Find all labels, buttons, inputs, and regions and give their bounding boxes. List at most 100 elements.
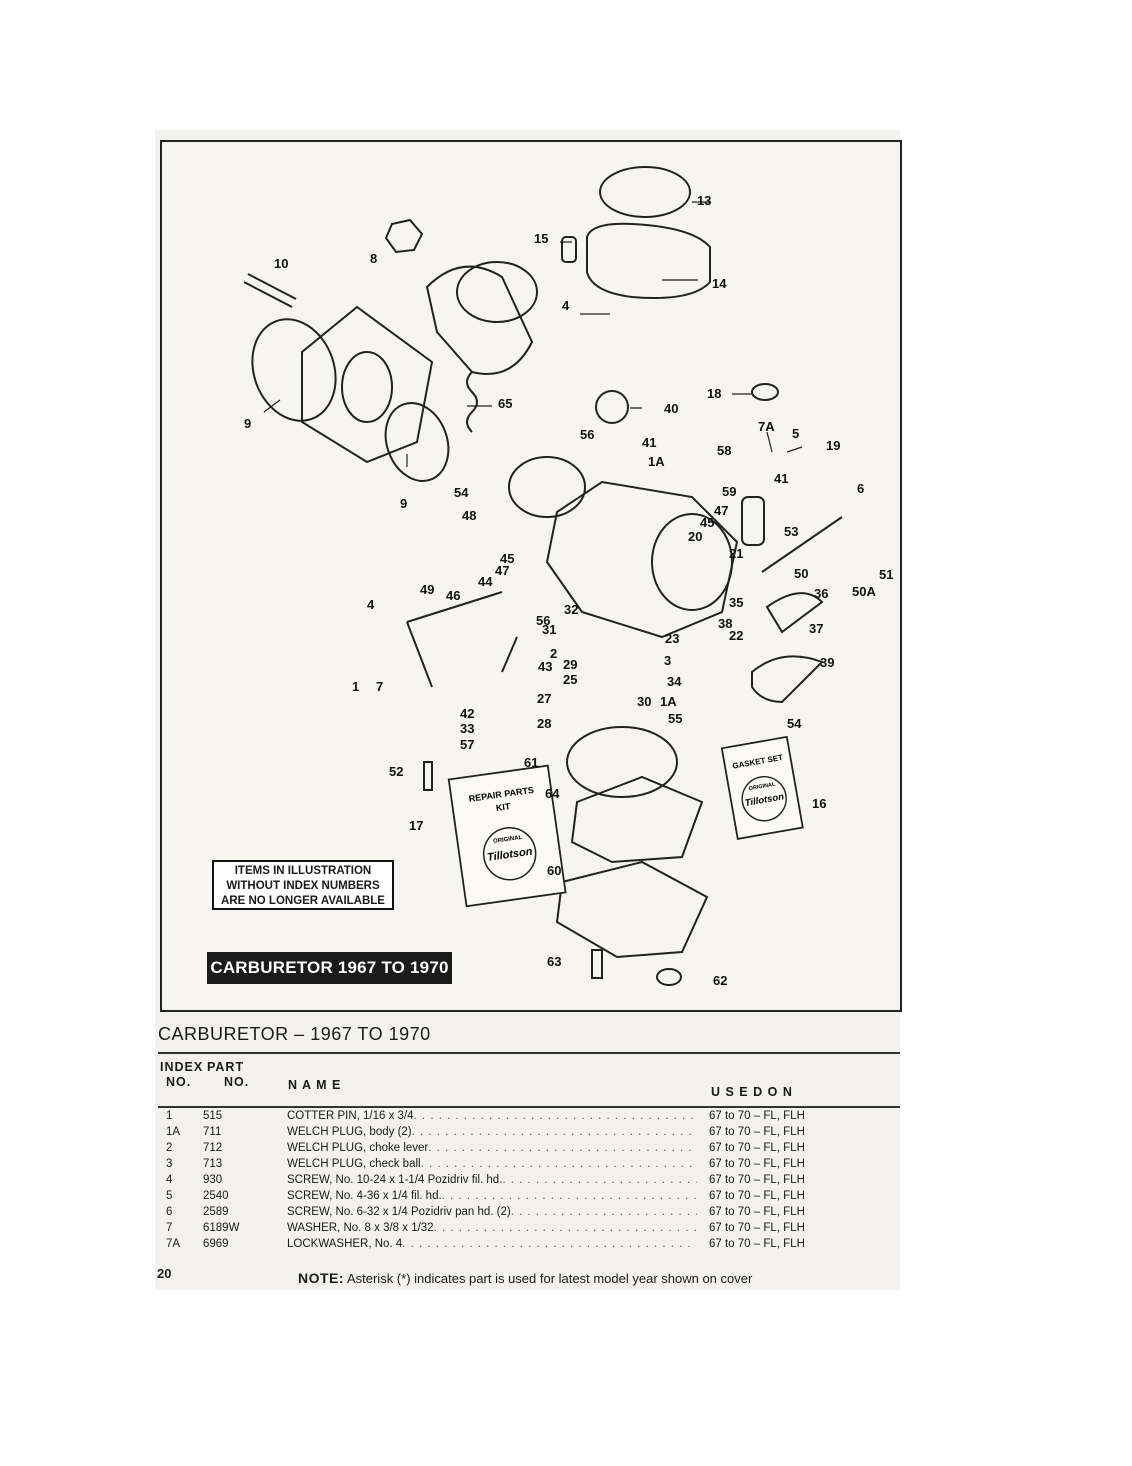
callout-49: 49	[420, 582, 435, 597]
callout-1a: 1A	[648, 454, 665, 469]
callout-56: 56	[580, 427, 595, 442]
notice-line: WITHOUT INDEX NUMBERS	[226, 880, 380, 892]
flange-bore	[341, 351, 393, 423]
name-cell: SCREW, No. 4-36 x 1/4 fil. hd.. . . . . …	[287, 1188, 697, 1204]
repair-kit-sub: ORIGINAL	[493, 835, 523, 845]
callout-47: 47	[714, 503, 729, 518]
fitting-part	[501, 636, 518, 673]
notice-line: ITEMS IN ILLUSTRATION	[234, 865, 372, 877]
used-on-cell: 67 to 70 – FL, FLH	[709, 1190, 805, 1202]
callout-60: 60	[547, 863, 562, 878]
part-number-cell: 2589	[203, 1206, 229, 1218]
callout-52: 52	[389, 764, 404, 779]
callout-59: 59	[722, 484, 737, 499]
gasket-set-card: GASKET SET ORIGINAL Tillotson	[720, 735, 804, 840]
callout-7a: 7A	[758, 419, 775, 434]
exploded-diagram: REPAIR PARTS KIT ORIGINAL Tillotson GASK…	[160, 140, 902, 1012]
callout-48: 48	[462, 508, 477, 523]
callout-56: 56	[536, 613, 551, 628]
callout-42: 42	[460, 706, 475, 721]
callout-62: 62	[713, 973, 728, 988]
gasket-ring-left	[251, 318, 337, 422]
index-cell: 2	[166, 1142, 173, 1154]
callout-43: 43	[538, 659, 553, 674]
index-cell: 5	[166, 1190, 173, 1202]
callout-64: 64	[545, 786, 560, 801]
callout-9: 9	[244, 416, 252, 431]
part-name-text: SCREW, No. 4-36 x 1/4 fil. hd.	[287, 1190, 442, 1202]
callout-29: 29	[563, 657, 578, 672]
index-header-line2: NO.	[166, 1075, 192, 1089]
carburetor-body-part	[545, 480, 739, 639]
used-on-cell: 67 to 70 – FL, FLH	[709, 1158, 805, 1170]
shaft-spring-part	[741, 496, 765, 546]
callout-30: 30	[637, 694, 652, 709]
callout-35: 35	[729, 595, 744, 610]
throttle-shaft-part	[761, 516, 843, 573]
dot-leader: . . . . . . . . . . . . . . . . . . . . …	[413, 1110, 697, 1122]
callout-46: 46	[446, 588, 461, 603]
part-name-text: WASHER, No. 8 x 3/8 x 1/32	[287, 1222, 434, 1234]
gasket-card-sub: ORIGINAL	[748, 782, 776, 793]
part-header-line1: PART	[207, 1060, 245, 1074]
callout-27: 27	[537, 691, 552, 706]
part-name-text: LOCKWASHER, No. 4	[287, 1238, 403, 1250]
lever-rod-part	[406, 591, 503, 623]
callout-4: 4	[562, 298, 570, 313]
index-cell: 7A	[166, 1238, 181, 1250]
callout-51: 51	[879, 567, 894, 582]
clip-part	[561, 236, 577, 263]
callout-31: 31	[542, 622, 557, 637]
callout-32: 32	[564, 602, 579, 617]
dot-leader: . . . . . . . . . . . . . . . . . . . . …	[502, 1174, 697, 1186]
throttle-plate-part	[751, 655, 824, 704]
callout-14: 14	[712, 276, 727, 291]
choke-plate-part	[765, 592, 824, 634]
callout-34: 34	[667, 674, 682, 689]
callout-18: 18	[707, 386, 722, 401]
index-cell: 6	[166, 1206, 173, 1218]
part-name-text: WELCH PLUG, body (2)	[287, 1126, 412, 1138]
pump-cover-part	[555, 860, 709, 959]
used-on-header: U S E D O N	[711, 1085, 793, 1099]
throttle-bore	[651, 513, 733, 611]
callout-7: 7	[376, 679, 384, 694]
callout-1a: 1A	[660, 694, 677, 709]
part-number-cell: 6189W	[203, 1222, 240, 1234]
note-text: Asterisk (*) indicates part is used for …	[346, 1271, 753, 1286]
callout-10: 10	[274, 256, 289, 271]
part-number-cell: 2540	[203, 1190, 229, 1202]
repair-kit-line2: KIT	[495, 801, 511, 813]
callout-15: 15	[534, 231, 549, 246]
ring-part	[599, 166, 691, 218]
callout-16: 16	[812, 796, 827, 811]
plug-part	[656, 968, 682, 986]
name-cell: WELCH PLUG, choke lever. . . . . . . . .…	[287, 1140, 697, 1156]
part-number-cell: 930	[203, 1174, 223, 1186]
index-cell: 1	[166, 1110, 173, 1122]
flange-block-part	[301, 305, 434, 464]
dot-leader: . . . . . . . . . . . . . . . . . . . . …	[441, 1190, 697, 1202]
name-cell: LOCKWASHER, No. 4. . . . . . . . . . . .…	[287, 1236, 697, 1252]
index-cell: 1A	[166, 1126, 181, 1138]
upper-gasket-part	[566, 726, 678, 798]
callout-21: 21	[729, 546, 744, 561]
table-row: 5 2540 SCREW, No. 4-36 x 1/4 fil. hd.. . .…	[0, 1188, 1132, 1204]
section-title: CARBURETOR – 1967 TO 1970	[158, 1024, 431, 1044]
part-name-text: SCREW, No. 10-24 x 1-1/4 Pozidriv fil. h…	[287, 1174, 503, 1186]
notice-line: ARE NO LONGER AVAILABLE	[221, 895, 385, 907]
dot-leader: . . . . . . . . . . . . . . . . . . . . …	[420, 1158, 697, 1170]
used-on-cell: 67 to 70 – FL, FLH	[709, 1110, 805, 1122]
used-on-cell: 67 to 70 – FL, FLH	[709, 1142, 805, 1154]
callout-8: 8	[370, 251, 378, 266]
callout-45: 45	[700, 515, 715, 530]
callout-20: 20	[688, 529, 703, 544]
callout-50a: 50A	[852, 584, 876, 599]
clamp-band-part	[586, 222, 711, 299]
